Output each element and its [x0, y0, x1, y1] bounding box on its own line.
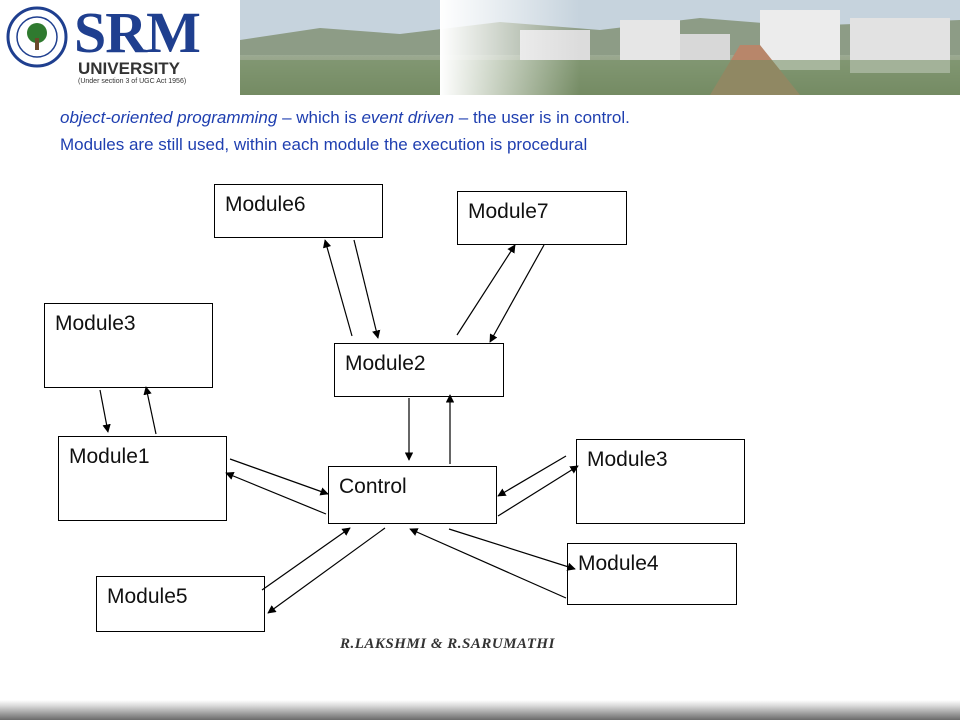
node-module5: Module5: [96, 576, 265, 632]
logo-text: SRM: [74, 0, 201, 65]
node-module5-label: Module5: [107, 585, 188, 608]
node-module3-left: Module3: [44, 303, 213, 388]
node-module1-label: Module1: [69, 445, 150, 468]
header: SRM UNIVERSITY (Under section 3 of UGC A…: [0, 0, 960, 95]
edge-module3-to-module1: [143, 386, 157, 435]
node-module7: Module7: [457, 191, 627, 245]
edge-control-to-module4: [448, 528, 576, 571]
logo-note: (Under section 3 of UGC Act 1956): [78, 78, 187, 85]
node-module3-left-label: Module3: [55, 312, 136, 335]
edge-module1-to-module3: [99, 389, 111, 433]
node-module2-label: Module2: [345, 352, 426, 375]
intro-term-event: event driven: [361, 108, 455, 127]
edge-module3-to-control: [497, 455, 567, 497]
intro-connector: – which is: [277, 108, 362, 127]
node-module6-label: Module6: [225, 193, 306, 216]
intro-text: object-oriented programming – which is e…: [60, 104, 940, 158]
intro-line-1: object-oriented programming – which is e…: [60, 104, 940, 131]
edge-control-to-module5: [267, 527, 386, 614]
campus-buildings: [240, 0, 960, 95]
intro-tail: – the user is in control.: [454, 108, 630, 127]
authors-footer: R.LAKSHMI & R.SARUMATHI: [340, 636, 555, 652]
intro-line-2: Modules are still used, within each modu…: [60, 135, 588, 154]
logo-subtitle: UNIVERSITY: [78, 59, 181, 78]
photo-fade: [440, 0, 580, 95]
edge-module2-to-module6: [323, 239, 353, 337]
edge-module5-to-control: [261, 527, 351, 591]
intro-term-oop: object-oriented programming: [60, 108, 278, 127]
edge-control-to-module1: [225, 471, 327, 515]
edge-module1-to-control: [229, 458, 329, 496]
node-module3-right-label: Module3: [587, 448, 668, 471]
node-module7-label: Module7: [468, 200, 549, 223]
edge-module7-to-module2: [489, 244, 545, 343]
edge-control-to-module3: [497, 465, 579, 517]
node-control: Control: [328, 466, 497, 524]
node-module2: Module2: [334, 343, 504, 397]
node-control-label: Control: [339, 475, 407, 498]
campus-photo: [240, 0, 960, 95]
node-module3-right: Module3: [576, 439, 745, 524]
node-module1: Module1: [58, 436, 227, 521]
node-module6: Module6: [214, 184, 383, 238]
edge-module4-to-control: [409, 528, 567, 599]
node-module4: Module4: [567, 543, 737, 605]
footer-band: [0, 700, 960, 720]
edge-module2-to-module7: [456, 244, 516, 336]
university-seal-icon: [6, 6, 68, 68]
node-module4-label: Module4: [578, 552, 659, 575]
edge-module6-to-module2: [353, 239, 381, 339]
